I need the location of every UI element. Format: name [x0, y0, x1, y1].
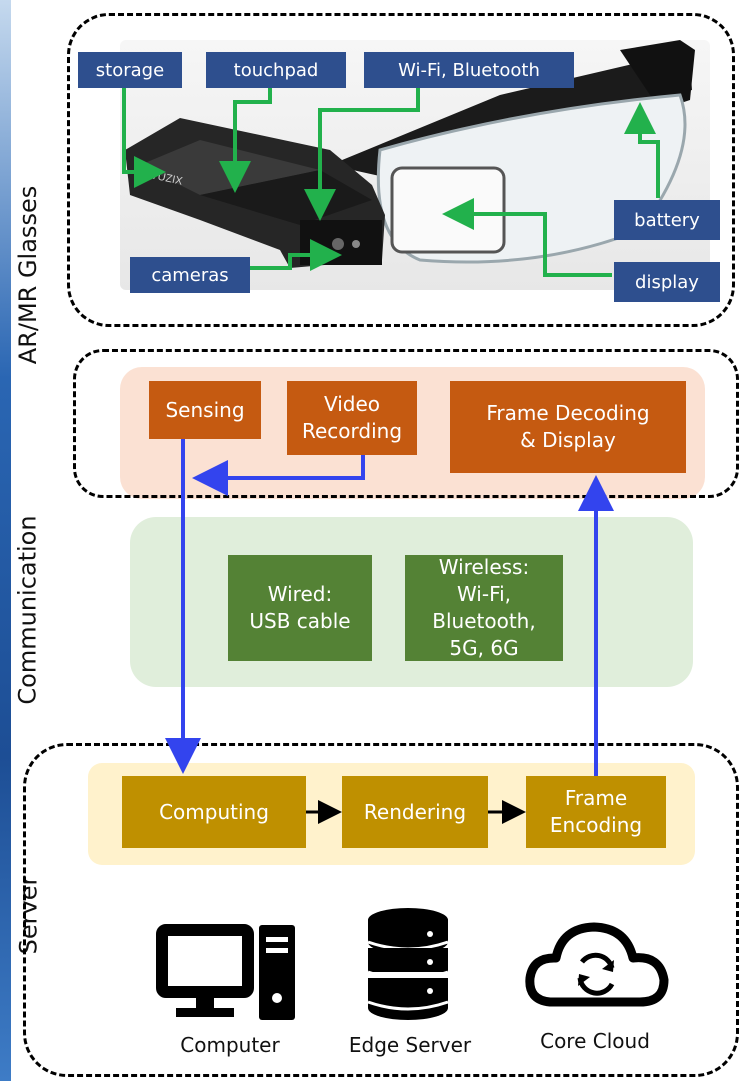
glasses-processing-section: [73, 349, 739, 498]
wifi-arrow: [304, 88, 420, 221]
computing-box: Computing: [122, 776, 306, 848]
server-section: [23, 743, 739, 1077]
storage-arrow: [122, 85, 166, 188]
display-arrow: [442, 198, 612, 277]
battery-callout: battery: [614, 200, 720, 240]
video-to-sensing-arrow: [192, 455, 365, 496]
edge-server-icon: [367, 908, 449, 1020]
wired-box: Wired: USB cable: [228, 555, 372, 661]
frame-encoding-box: Frame Encoding: [526, 776, 666, 848]
computer-caption: Computer: [180, 1033, 280, 1057]
touchpad-arrow: [219, 88, 272, 193]
touchpad-callout: touchpad: [206, 52, 346, 88]
cameras-callout: cameras: [130, 257, 250, 293]
edge-server-caption: Edge Server: [348, 1033, 472, 1057]
storage-callout: storage: [78, 52, 182, 88]
left-edge-strip: [0, 0, 11, 1081]
glasses-hardware-section: [67, 13, 735, 327]
core-cloud-caption: Core Cloud: [540, 1029, 650, 1053]
wireless-box: Wireless: Wi-Fi, Bluetooth, 5G, 6G: [405, 555, 563, 661]
wifi-bluetooth-callout: Wi-Fi, Bluetooth: [364, 52, 574, 88]
display-callout: display: [614, 262, 720, 302]
core-cloud-icon: [525, 922, 669, 1007]
sensing-box: Sensing: [149, 381, 261, 439]
rendering-box: Rendering: [342, 776, 488, 848]
battery-arrow: [624, 102, 660, 198]
cameras-arrow: [250, 239, 342, 271]
frame-decoding-box: Frame Decoding & Display: [450, 381, 686, 473]
video-recording-box: Video Recording: [287, 381, 417, 455]
computer-icon: [156, 924, 295, 1020]
